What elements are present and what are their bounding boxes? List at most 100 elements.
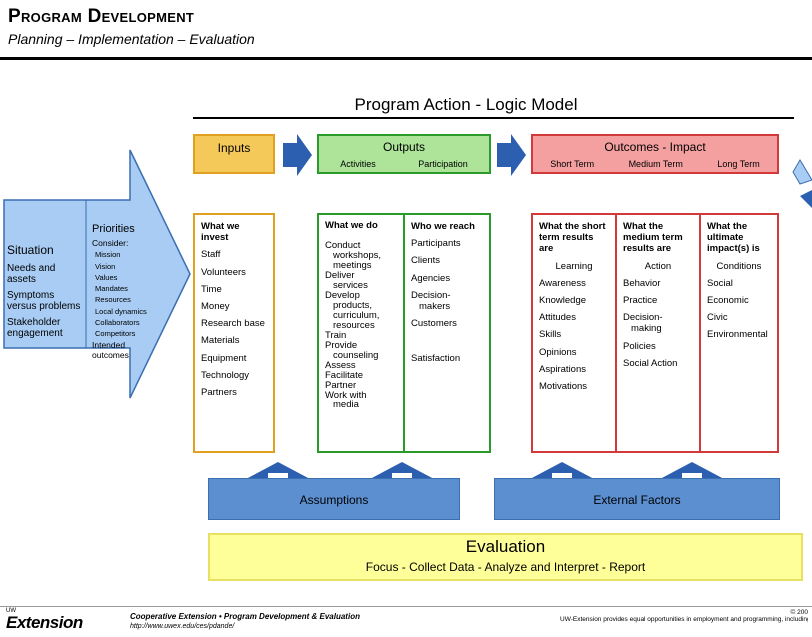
header-rule: [0, 57, 812, 60]
short-term-sub: Learning: [555, 260, 593, 272]
footer-line1: Cooperative Extension • Program Developm…: [130, 612, 360, 621]
evaluation-box: Evaluation Focus - Collect Data - Analyz…: [208, 533, 803, 581]
situation-item: Needs and assets: [7, 262, 56, 286]
inputs-column: What we invest Staff Volunteers Time Mon…: [193, 213, 275, 453]
participation-item: Participants: [411, 238, 461, 250]
input-item: Money: [201, 301, 230, 313]
activity-item: Provide: [325, 339, 358, 351]
medium-term-column: What the medium term results are Action …: [615, 213, 701, 453]
factor-arrow-up-1: [530, 462, 594, 479]
short-term-item: Attitudes: [539, 312, 576, 324]
situation-title: Situation: [7, 243, 54, 257]
priority-item: Collaborators: [95, 317, 140, 327]
situation-item: Symptoms versus problems: [7, 289, 81, 313]
activity-item: services: [333, 279, 368, 291]
input-item: Equipment: [201, 352, 247, 364]
activity-item: Develop: [325, 289, 360, 301]
input-item: Time: [201, 283, 222, 295]
long-term-label: Long Term: [717, 159, 760, 169]
assumptions-label: Assumptions: [299, 493, 369, 507]
feedback-arrow: [792, 159, 812, 185]
short-term-item: Opinions: [539, 346, 577, 358]
situation-panel: Situation Needs and assets Symptoms vers…: [7, 243, 85, 340]
long-term-column: What the ultimate impact(s) is Condition…: [699, 213, 779, 453]
long-term-item: Environmental: [707, 329, 768, 341]
input-item: Technology: [201, 369, 250, 381]
medium-term-item: Social Action: [623, 357, 678, 369]
input-item: Staff: [201, 249, 221, 261]
priority-item: Mission: [95, 250, 121, 260]
participation-column: Who we reach Participants Clients Agenci…: [403, 213, 491, 453]
activity-item: curriculum,: [333, 309, 380, 321]
participation-heading: Who we reach: [411, 221, 475, 232]
priority-item: Mandates: [95, 284, 128, 294]
long-term-item: Civic: [707, 312, 728, 324]
extension-logo: Extension: [6, 613, 83, 632]
activity-item: meetings: [333, 259, 372, 271]
external-factors-box: External Factors: [494, 478, 780, 520]
priority-item: Competitors: [95, 329, 136, 339]
long-term-item: Economic: [707, 295, 749, 307]
activity-item: workshops,: [333, 249, 382, 261]
priority-item: Values: [95, 272, 118, 282]
participation-item: Customers: [411, 318, 457, 330]
medium-term-item: Decision-: [623, 312, 663, 324]
activities-heading: What we do: [325, 220, 378, 231]
priority-item: Local dynamics: [95, 306, 147, 316]
activity-item: resources: [333, 319, 375, 331]
assumption-arrow-up-1: [246, 462, 310, 479]
inputs-header: Inputs: [193, 134, 275, 174]
input-item: Volunteers: [201, 266, 246, 278]
medium-term-item: Policies: [623, 340, 656, 352]
page-title: Program Development: [8, 6, 195, 27]
footer-notice: UW-Extension provides equal opportunitie…: [560, 616, 808, 623]
medium-term-item: Practice: [623, 295, 658, 307]
feedback-arrow-2: [800, 190, 812, 208]
long-term-heading: What the ultimate impact(s) is: [707, 221, 760, 255]
evaluation-title: Evaluation: [465, 537, 546, 556]
assumptions-box: Assumptions: [208, 478, 460, 520]
short-term-item: Aspirations: [539, 363, 586, 375]
participation-item: Agencies: [411, 272, 451, 284]
situation-item: Stakeholder engagement: [7, 316, 63, 340]
activities-column: What we do Conduct workshops, meetings D…: [317, 213, 405, 453]
short-term-heading: What the short term results are: [539, 221, 606, 255]
short-term-item: Motivations: [539, 381, 588, 393]
activity-item: counseling: [333, 349, 379, 361]
evaluation-subtitle: Focus - Collect Data - Analyze and Inter…: [365, 560, 646, 574]
factor-arrow-up-2: [660, 462, 724, 479]
outputs-to-outcomes-arrow: [497, 134, 526, 176]
priorities-panel: Priorities Consider: Mission Vision Valu…: [92, 223, 152, 360]
input-item: Materials: [201, 335, 240, 347]
inputs-heading: What we invest: [201, 221, 240, 244]
outcomes-header: Outcomes - Impact Short Term Medium Term…: [531, 134, 779, 174]
long-term-sub: Conditions: [716, 260, 762, 272]
external-factors-label: External Factors: [593, 493, 681, 507]
inputs-to-outputs-arrow: [283, 134, 312, 176]
input-item: Partners: [201, 387, 237, 399]
outcomes-label: Outcomes - Impact: [604, 140, 706, 154]
inputs-label: Inputs: [217, 141, 251, 155]
activity-item: Work with: [325, 389, 367, 401]
participation-item: makers: [419, 301, 451, 313]
participation-item: Decision-: [411, 289, 451, 301]
medium-term-heading: What the medium term results are: [623, 221, 683, 255]
participation-item: Satisfaction: [411, 353, 461, 365]
assumption-arrow-up-2: [370, 462, 434, 479]
priorities-consider: Consider:: [92, 238, 129, 249]
priority-item: Resources: [95, 295, 131, 305]
participation-label: Participation: [418, 159, 468, 169]
medium-term-item: making: [631, 323, 662, 335]
long-term-item: Social: [707, 277, 733, 289]
medium-term-sub: Action: [644, 260, 672, 272]
priorities-title: Priorities: [92, 223, 135, 235]
activities-label: Activities: [340, 159, 376, 169]
short-term-label: Short Term: [550, 159, 595, 169]
footer-copyright: © 200: [790, 609, 808, 616]
footer-link[interactable]: http://www.uwex.edu/ces/pdande/: [130, 623, 235, 630]
activity-item: Train: [325, 329, 347, 341]
medium-term-item: Behavior: [623, 277, 661, 289]
activity-item: products,: [333, 299, 373, 311]
model-title: Program Action - Logic Model: [354, 95, 578, 114]
priority-item: Vision: [95, 261, 116, 271]
